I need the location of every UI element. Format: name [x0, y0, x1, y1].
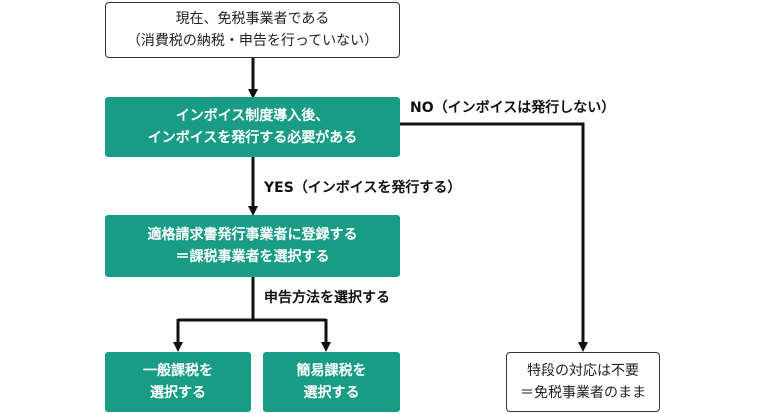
method-edge-label: 申告方法を選択する	[264, 290, 390, 306]
decision-node-line2: インボイスを発行する必要がある	[147, 130, 358, 146]
exempt-node: 特段の対応は不要 ＝免税事業者のまま	[506, 352, 660, 412]
exempt-node-line2: ＝免税事業者のまま	[520, 385, 646, 401]
arrow-no-to-exempt	[400, 122, 588, 352]
simplified-tax-line2: 選択する	[303, 385, 360, 401]
register-node-line1: 適格請求書発行事業者に登録する	[147, 227, 358, 243]
general-tax-line1: 一般課税を	[143, 363, 213, 379]
yes-edge-label: YES（インボイスを発行する）	[264, 180, 462, 196]
general-tax-line2: 選択する	[150, 385, 206, 401]
decision-node: インボイス制度導入後、 インボイスを発行する必要がある	[105, 97, 400, 157]
no-edge-label: NO（インボイスは発行しない）	[410, 100, 616, 116]
decision-node-line1: インボイス制度導入後、	[175, 108, 330, 124]
register-node-line2: ＝課税事業者を選択する	[175, 249, 330, 265]
start-node: 現在、免税事業者である （消費税の納税・申告を行っていない）	[105, 2, 400, 58]
exempt-node-line1: 特段の対応は不要	[527, 363, 639, 379]
start-node-line1: 現在、免税事業者である	[175, 11, 330, 27]
general-tax-node: 一般課税を 選択する	[105, 352, 251, 412]
simplified-tax-node: 簡易課税を 選択する	[263, 352, 400, 412]
start-node-line2: （消費税の納税・申告を行っていない）	[126, 33, 379, 49]
simplified-tax-line1: 簡易課税を	[296, 363, 367, 379]
register-node: 適格請求書発行事業者に登録する ＝課税事業者を選択する	[105, 215, 400, 277]
